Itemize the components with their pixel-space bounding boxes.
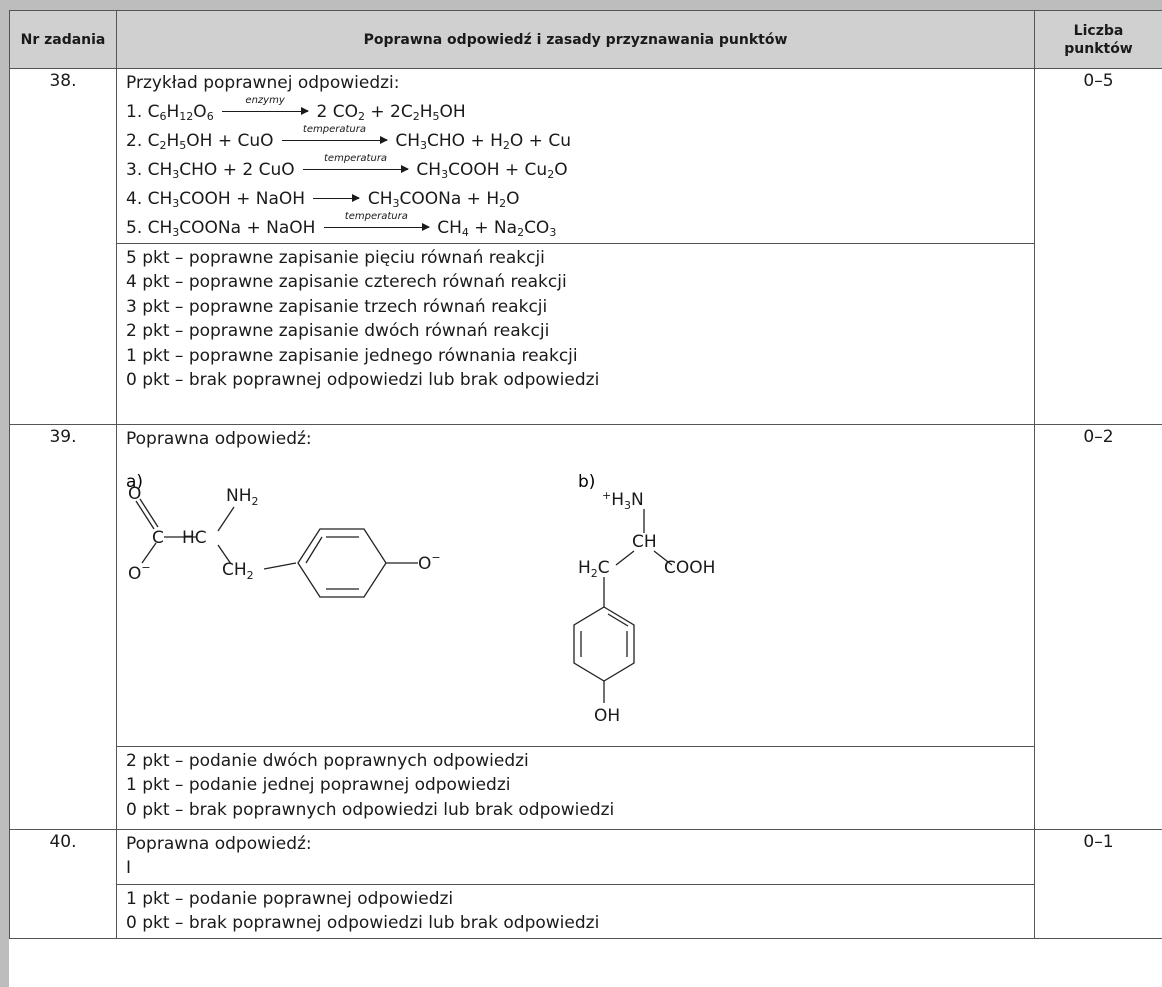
reaction-arrow: enzymy — [222, 94, 310, 125]
task39-intro: Poprawna odpowiedź: — [126, 428, 312, 449]
equation-5: 5. CH3COONa + NaOH temperatura CH4 + Na2… — [126, 210, 557, 241]
svg-text:O−: O− — [418, 551, 441, 574]
svg-text:NH2: NH2 — [226, 486, 259, 508]
header-points: Liczba punktów — [1034, 10, 1162, 69]
structures-svg: a) b) O C HC NH2 O− CH2 O− — [126, 472, 715, 726]
svg-text:H2C: H2C — [578, 558, 610, 580]
task40-answer: Poprawna odpowiedź: I — [116, 828, 1035, 885]
task-number-39: 39. — [9, 423, 117, 830]
equation-1: 1. C6H12O6 enzymy 2 CO2 + 2C2H5OH — [126, 94, 466, 125]
table-row: 5 pkt – poprawne zapisanie pięciu równań… — [10, 242, 1162, 425]
score-38: 0–5 — [1034, 68, 1162, 425]
task-number-40: 40. — [9, 828, 117, 939]
reaction-arrow: temperatura — [323, 210, 430, 241]
table-row: 1 pkt – podanie poprawnej odpowiedzi 0 p… — [10, 883, 1162, 939]
arrow-label-enzymy: enzymy — [245, 94, 285, 106]
table-header-row: Nr zadania Poprawna odpowiedź i zasady p… — [9, 10, 1162, 69]
scoring-line: 1 pkt – podanie jednej poprawnej odpowie… — [126, 775, 511, 795]
svg-text:COOH: COOH — [664, 558, 715, 578]
scoring-line: 2 pkt – poprawne zapisanie dwóch równań … — [126, 321, 550, 341]
structure-b-label: b) — [578, 472, 595, 492]
structure-b: +H3N CH H2C COOH OH — [578, 489, 715, 726]
task38-scoring: 5 pkt – poprawne zapisanie pięciu równań… — [116, 242, 1035, 425]
table-row: 38. Przykład poprawnej odpowiedzi: 1. C6… — [9, 68, 1162, 425]
scoring-line: 0 pkt – brak poprawnej odpowiedzi lub br… — [126, 913, 600, 933]
page-top-border — [0, 0, 1162, 10]
header-answer: Poprawna odpowiedź i zasady przyznawania… — [116, 10, 1035, 69]
scoring-line: 1 pkt – poprawne zapisanie jednego równa… — [126, 345, 578, 366]
arrow-label-temperatura: temperatura — [324, 152, 388, 164]
task40-answer-value: I — [126, 858, 132, 878]
structure-a: O C HC NH2 O− CH2 O− — [128, 484, 441, 584]
task38-answer: Przykład poprawnej odpowiedzi: 1. C6H12O… — [116, 68, 1035, 244]
svg-text:C: C — [152, 528, 164, 548]
svg-text:HC: HC — [182, 528, 207, 548]
scoring-line: 1 pkt – podanie poprawnej odpowiedzi — [126, 888, 454, 909]
svg-text:+H3N: +H3N — [602, 489, 644, 512]
score-39: 0–2 — [1034, 423, 1162, 830]
answer-key-table: Nr zadania Poprawna odpowiedź i zasady p… — [9, 10, 1162, 939]
task39-scoring: 2 pkt – podanie dwóch poprawnych odpowie… — [116, 745, 1035, 830]
equation-3: 3. CH3CHO + 2 CuO temperatura CH3COOH + … — [126, 152, 568, 183]
equation-2: 2. C2H5OH + CuO temperatura CH3CHO + H2O… — [126, 123, 571, 154]
task40-scoring: 1 pkt – podanie poprawnej odpowiedzi 0 p… — [116, 883, 1035, 939]
task38-intro: Przykład poprawnej odpowiedzi: — [126, 73, 400, 93]
reaction-arrow: temperatura — [303, 152, 410, 183]
header-points-line2: punktów — [1064, 40, 1133, 57]
scoring-line: 0 pkt – brak poprawnych odpowiedzi lub b… — [126, 799, 615, 820]
structure-a-label: a) — [126, 472, 143, 492]
table-row: 40. Poprawna odpowiedź: I 0–1 — [9, 828, 1162, 939]
scoring-line: 3 pkt – poprawne zapisanie trzech równań… — [126, 296, 548, 317]
arrow-label-temperatura: temperatura — [344, 210, 408, 222]
svg-text:CH2: CH2 — [222, 560, 254, 582]
scoring-line: 0 pkt – brak poprawnej odpowiedzi lub br… — [126, 370, 600, 390]
score-40: 0–1 — [1034, 828, 1162, 939]
svg-text:OH: OH — [594, 706, 620, 726]
svg-text:O: O — [128, 484, 141, 504]
scoring-line: 4 pkt – poprawne zapisanie czterech równ… — [126, 272, 567, 292]
svg-text:CH: CH — [632, 532, 657, 552]
task40-intro: Poprawna odpowiedź: — [126, 833, 312, 854]
reaction-arrow — [313, 183, 361, 212]
table-row: 2 pkt – podanie dwóch poprawnych odpowie… — [10, 745, 1162, 830]
structure-drawings: a) b) O C HC NH2 O− CH2 O− — [126, 451, 1026, 726]
header-task-number: Nr zadania — [9, 10, 117, 69]
svg-text:O−: O− — [128, 561, 151, 584]
task-number-38: 38. — [9, 68, 117, 425]
table-row: 39. Poprawna odpowiedź: — [9, 423, 1162, 830]
equation-4: 4. CH3COOH + NaOH CH3COONa + H2O — [126, 183, 1026, 212]
scoring-line: 2 pkt – podanie dwóch poprawnych odpowie… — [126, 750, 529, 771]
header-points-line1: Liczba — [1073, 22, 1124, 39]
reaction-arrow: temperatura — [281, 123, 388, 154]
page-left-border — [0, 10, 9, 987]
task39-answer: Poprawna odpowiedź: — [116, 423, 1035, 747]
scoring-line: 5 pkt – poprawne zapisanie pięciu równań… — [126, 247, 545, 268]
arrow-label-temperatura: temperatura — [302, 123, 366, 135]
